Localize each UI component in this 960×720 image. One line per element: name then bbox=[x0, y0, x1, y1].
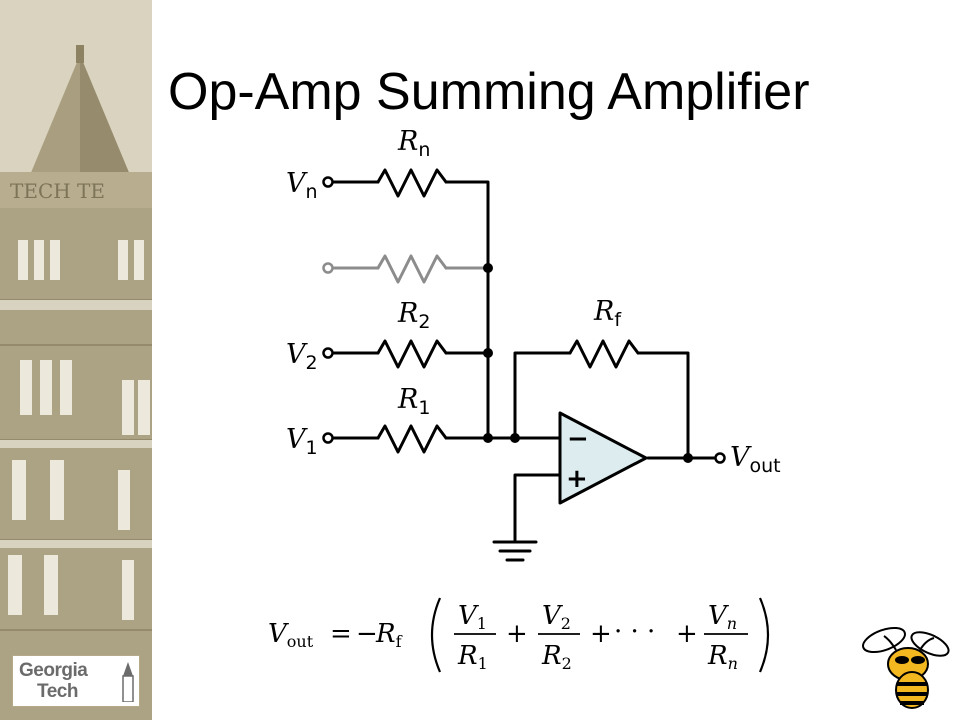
label-r2: R2 bbox=[397, 298, 430, 333]
georgia-tech-logo: Georgia Tech bbox=[12, 655, 140, 707]
junction-dot bbox=[683, 453, 693, 463]
eq-minus: − bbox=[356, 619, 378, 649]
eq-termn-den: Rn bbox=[707, 641, 738, 673]
summing-equation: Vout = − Rf V1 R1 + V2 R2 + · · · + Vn R… bbox=[268, 597, 770, 673]
junction-dot bbox=[483, 348, 493, 358]
label-v2: V2 bbox=[286, 339, 318, 374]
eq-rf: Rf bbox=[375, 619, 403, 651]
feedback-path bbox=[513, 339, 690, 460]
terminal-vn bbox=[322, 176, 334, 188]
eq-equals: = bbox=[330, 619, 352, 649]
terminal-vout bbox=[714, 452, 726, 464]
page-title: Op-Amp Summing Amplifier bbox=[168, 63, 810, 121]
eq-plus-2: + bbox=[590, 619, 612, 649]
yellow-jacket-mascot-icon bbox=[862, 626, 950, 709]
input-wire-2 bbox=[330, 339, 490, 369]
label-rf: Rf bbox=[593, 296, 622, 331]
eq-plus-1: + bbox=[506, 619, 528, 649]
sidebar-photo: TECH TE Georgia Te bbox=[0, 0, 152, 720]
resistor-rf-symbol bbox=[568, 339, 640, 369]
tower-logo-icon bbox=[122, 662, 134, 702]
resistor-rn-symbol bbox=[376, 168, 448, 198]
terminal-v2 bbox=[322, 347, 334, 359]
junction-dot bbox=[510, 433, 520, 443]
label-vout: Vout bbox=[730, 442, 781, 477]
opamp-inverting-sign: − bbox=[567, 424, 589, 454]
eq-term1-den: R1 bbox=[457, 641, 488, 673]
eq-dots: · · · bbox=[614, 617, 655, 647]
eq-lhs: Vout bbox=[268, 619, 314, 651]
svg-text:TECH TE: TECH TE bbox=[10, 179, 105, 203]
opamp-triangle bbox=[558, 411, 648, 505]
terminal-v1 bbox=[322, 432, 334, 444]
eq-termn-num: Vn bbox=[708, 601, 737, 633]
terminal-faded bbox=[322, 262, 334, 274]
building-image: TECH TE bbox=[0, 0, 152, 720]
eq-left-paren bbox=[430, 597, 442, 673]
label-r1: R1 bbox=[397, 384, 430, 419]
logo-line1: Georgia bbox=[19, 660, 88, 681]
ground-wire bbox=[513, 473, 562, 542]
eq-term2-num: V2 bbox=[542, 601, 571, 633]
junction-dot bbox=[483, 263, 493, 273]
eq-term1-num: V1 bbox=[458, 601, 487, 633]
input-wire-1 bbox=[330, 424, 562, 454]
eq-right-paren bbox=[758, 597, 770, 673]
resistor-r2-symbol bbox=[376, 339, 448, 369]
junction-dot bbox=[483, 433, 493, 443]
label-v1: V1 bbox=[286, 424, 318, 459]
opamp-noninverting-sign: + bbox=[566, 464, 588, 494]
eq-plus-3: + bbox=[676, 619, 698, 649]
resistor-r1-symbol bbox=[376, 424, 448, 454]
label-vn: Vn bbox=[286, 168, 318, 203]
logo-line2: Tech bbox=[37, 681, 78, 702]
faded-input-branch bbox=[330, 254, 490, 284]
label-rn: Rn bbox=[397, 126, 430, 161]
eq-term2-den: R2 bbox=[541, 641, 572, 673]
